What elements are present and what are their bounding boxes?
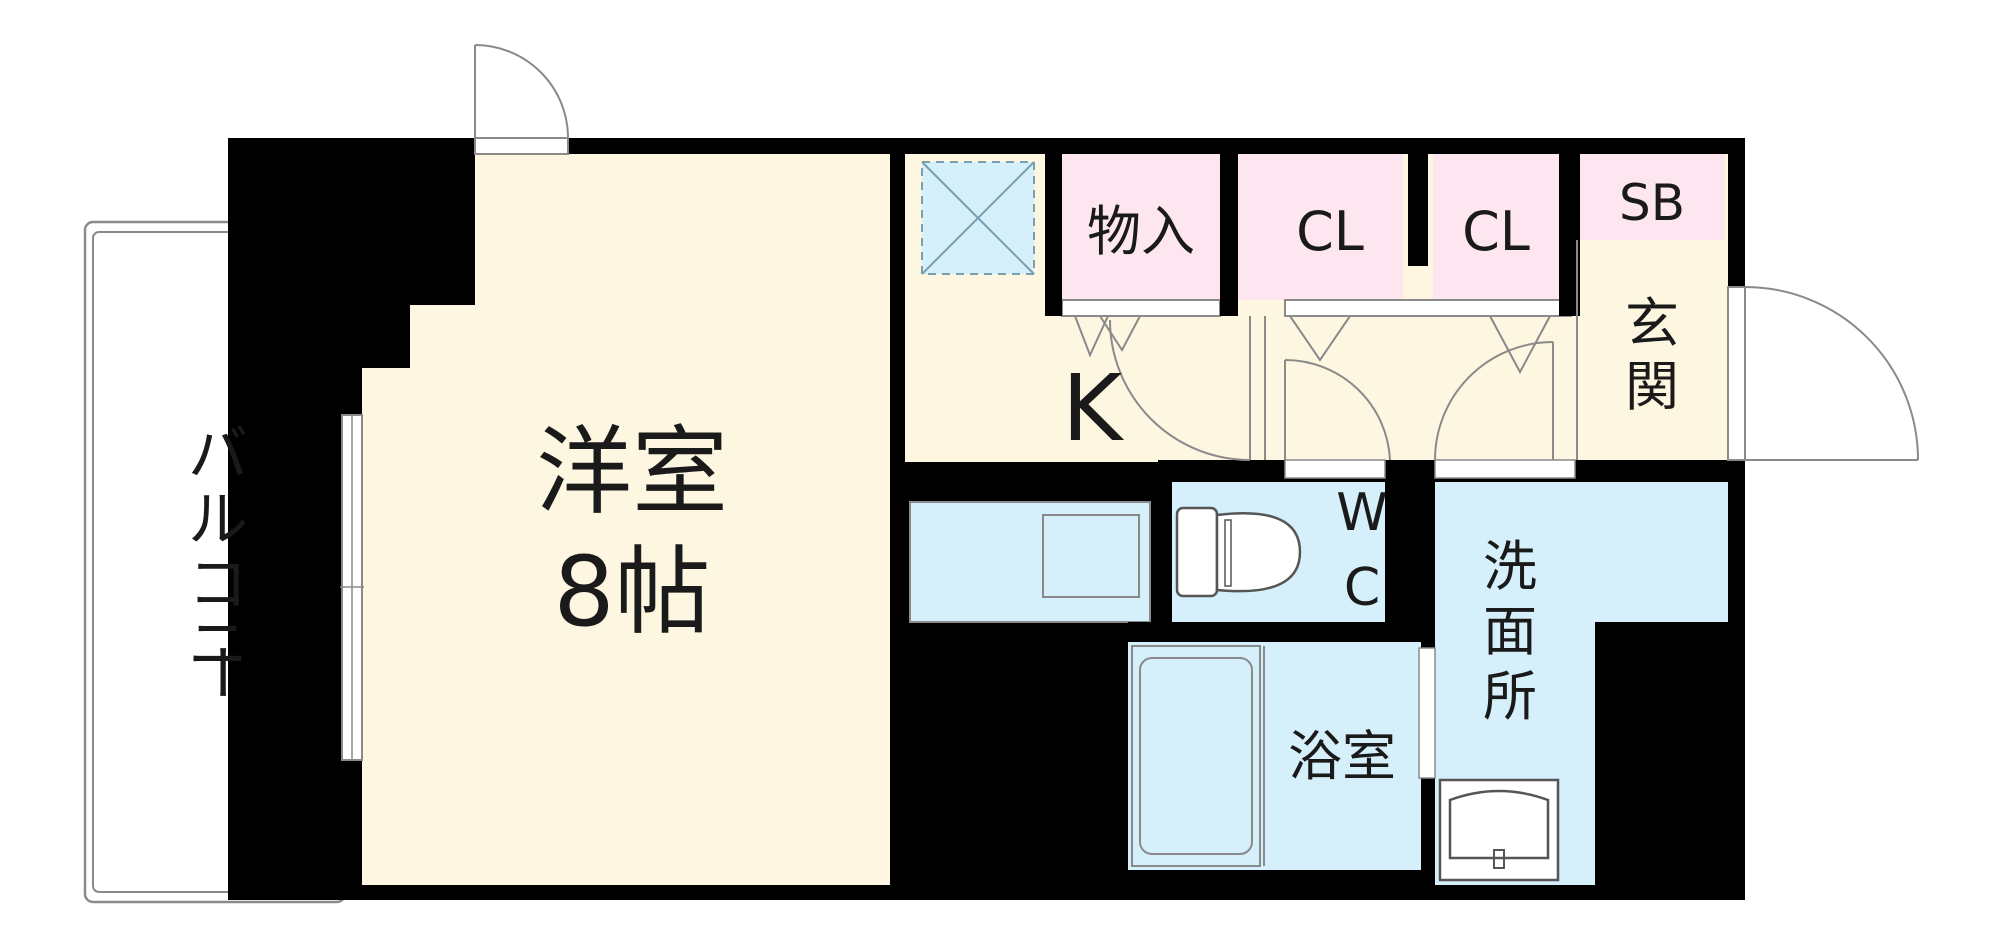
closet-2-label: CL bbox=[1462, 200, 1530, 263]
washroom-label-1: 洗 bbox=[1483, 535, 1537, 598]
washroom-label-3: 所 bbox=[1483, 665, 1537, 728]
partition-lines bbox=[1249, 240, 1578, 460]
balcony-label-3: コ bbox=[188, 550, 248, 620]
entrance-label-1: 玄 bbox=[1625, 292, 1679, 355]
shoe-box-label: SB bbox=[1619, 174, 1685, 232]
western-room-floor bbox=[362, 154, 890, 885]
toilet-label-2: C bbox=[1344, 558, 1380, 618]
balcony-label-5: ー bbox=[185, 642, 255, 702]
kitchen-counter bbox=[909, 501, 1151, 623]
entrance-label-2: 関 bbox=[1625, 355, 1679, 418]
bathroom bbox=[1128, 642, 1421, 870]
toilet-fixture bbox=[1175, 506, 1302, 598]
wash-basin bbox=[1438, 778, 1560, 882]
skylight-hatch bbox=[921, 161, 1035, 275]
entrance-door bbox=[1727, 286, 1919, 461]
closet-divider bbox=[1408, 154, 1428, 266]
washroom-label-2: 面 bbox=[1483, 600, 1537, 663]
bathtub bbox=[1131, 645, 1265, 867]
balcony-window bbox=[340, 414, 364, 761]
balcony-label-1: バ bbox=[188, 420, 248, 490]
wet-area-thresholds bbox=[1284, 459, 1576, 479]
storage-closet bbox=[1062, 154, 1220, 300]
top-door bbox=[474, 44, 569, 155]
balcony-label-4: ニ bbox=[188, 610, 248, 680]
entrance-floor bbox=[1580, 240, 1725, 460]
closet-thresholds bbox=[1061, 299, 1572, 317]
closet-1 bbox=[1238, 154, 1403, 300]
shoe-box bbox=[1580, 154, 1725, 240]
kitchen-label: K bbox=[1062, 355, 1125, 462]
balcony-label-2: ル bbox=[188, 485, 248, 555]
interior-door-swings bbox=[1074, 315, 1554, 461]
storage-label: 物入 bbox=[1087, 200, 1195, 263]
toilet-label-1: W bbox=[1336, 483, 1387, 543]
bath-door-threshold bbox=[1418, 647, 1436, 779]
closet-2 bbox=[1433, 154, 1559, 300]
bath-label: 浴室 bbox=[1288, 725, 1396, 788]
western-room-label: 洋室 bbox=[536, 416, 728, 528]
closet-1-label: CL bbox=[1296, 200, 1364, 263]
western-room-size-label: 8帖 bbox=[553, 536, 710, 648]
